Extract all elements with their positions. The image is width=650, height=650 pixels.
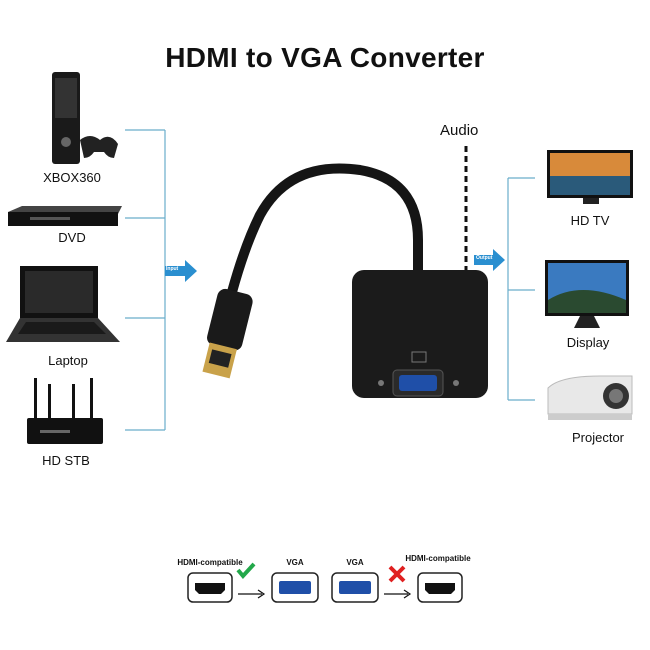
compat-label-vga-left: VGA	[286, 558, 304, 567]
dvd-player-icon	[8, 206, 122, 226]
input-arrow	[165, 260, 197, 282]
audio-label: Audio	[440, 122, 479, 139]
adapter-body	[352, 270, 488, 398]
source-label-xbox360: XBOX360	[43, 170, 101, 185]
arrow-right-icon	[384, 589, 412, 599]
projector-icon	[547, 375, 633, 420]
left-bracket	[125, 129, 166, 431]
hdmi-plug	[202, 288, 253, 379]
router-icon	[27, 378, 103, 444]
cross-icon	[388, 565, 406, 583]
check-icon	[236, 562, 256, 580]
output-label-display: Display	[566, 335, 610, 350]
compat-vga-left	[271, 572, 319, 603]
game-console-icon	[52, 72, 118, 164]
compat-label-hdmi-left: HDMI-compatible	[177, 558, 243, 567]
source-label-laptop: Laptop	[48, 353, 88, 368]
input-label: Input	[166, 266, 179, 272]
page-title: HDMI to VGA Converter	[165, 42, 485, 73]
arrow-right-icon	[238, 589, 266, 599]
compat-label-vga-right: VGA	[346, 558, 364, 567]
output-label: Output	[476, 255, 493, 261]
monitor-icon	[545, 260, 629, 328]
laptop-icon	[6, 266, 120, 342]
source-label-hd-stb: HD STB	[42, 453, 90, 468]
output-arrow	[474, 249, 505, 271]
output-label-projector: Projector	[571, 430, 625, 445]
output-label-hd-tv: HD TV	[570, 213, 610, 228]
compat-hdmi-left	[187, 572, 233, 603]
compat-vga-right	[331, 572, 379, 603]
compat-hdmi-right	[417, 572, 463, 603]
adapter-cable	[227, 163, 423, 297]
source-label-dvd: DVD	[58, 230, 86, 245]
right-bracket	[507, 177, 535, 401]
tv-icon	[547, 150, 633, 204]
compat-label-hdmi-right: HDMI-compatible	[405, 554, 471, 563]
